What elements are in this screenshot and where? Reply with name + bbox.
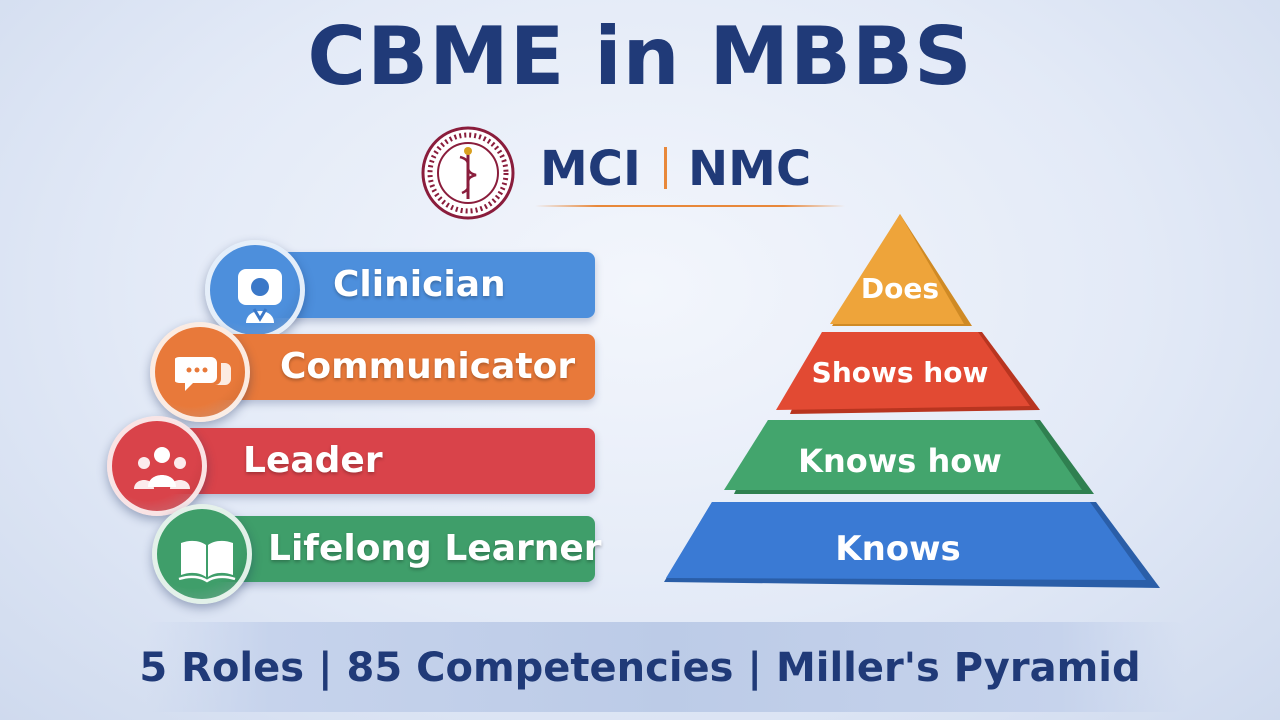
council-seal-icon <box>421 126 515 220</box>
millers-pyramid: Does Shows how Knows how Knows <box>664 214 1160 588</box>
org-mci: MCI <box>540 141 641 197</box>
speech-bubbles-icon <box>175 357 231 391</box>
role-bar <box>167 428 595 494</box>
org-nmc: NMC <box>688 141 812 197</box>
role-circle <box>150 322 250 422</box>
open-book-icon <box>178 540 236 583</box>
role-leader: Leader <box>107 416 600 516</box>
pyramid-level-knows: Knows <box>664 502 1160 588</box>
role-label: Lifelong Learner <box>268 528 602 569</box>
tagline: 5 Roles | 85 Competencies | Miller's Pyr… <box>139 645 1141 691</box>
role-label: Leader <box>243 440 383 481</box>
role-circle <box>107 416 207 516</box>
role-lifelong-learner: Lifelong Learner <box>152 504 602 604</box>
page-title: CBME in MBBS <box>307 10 973 103</box>
role-bar <box>265 252 595 318</box>
pyramid-label: Knows <box>835 529 961 569</box>
org-divider <box>664 147 667 189</box>
group-icon <box>134 447 190 489</box>
role-bar <box>212 516 595 582</box>
pyramid-level-does: Does <box>830 214 972 326</box>
pyramid-label: Does <box>861 272 939 305</box>
role-communicator: Communicator <box>150 322 600 422</box>
role-clinician: Clinician <box>205 240 600 340</box>
pyramid-level-knows-how: Knows how <box>724 420 1094 494</box>
doctor-icon <box>238 269 282 323</box>
role-circle <box>152 504 252 604</box>
pyramid-label: Knows how <box>798 442 1002 480</box>
role-label: Communicator <box>280 346 576 387</box>
role-bar <box>210 334 595 400</box>
pyramid-level-shows-how: Shows how <box>776 332 1040 414</box>
logo-row: MCI NMC <box>420 125 860 220</box>
role-label: Clinician <box>333 264 506 305</box>
pyramid-label: Shows how <box>812 356 989 389</box>
tagline-band <box>145 622 1185 712</box>
logo-underline <box>535 205 845 207</box>
